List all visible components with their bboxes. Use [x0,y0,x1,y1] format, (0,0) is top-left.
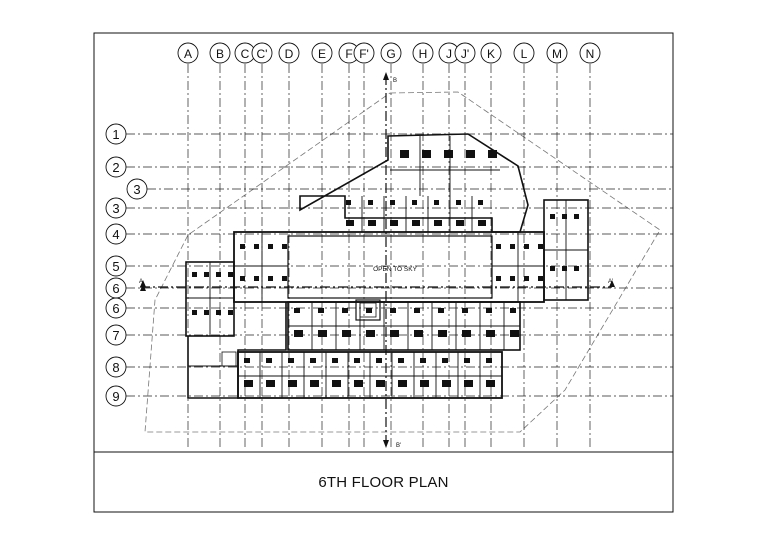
grid-bubble-row-label: 1 [112,127,119,142]
grid-bubble-row: 2 [105,156,127,178]
grid-bubble-col-label: B [216,47,224,61]
grid-bubble-col: H [412,42,434,64]
drawing-title: 6TH FLOOR PLAN [318,473,449,491]
grid-bubble-row-label: 5 [112,259,119,274]
section-label-top: B [393,78,397,84]
grid-bubble-row-label: 8 [112,360,119,375]
grid-bubble-row: 3 [126,178,148,200]
grid-bubble-row: 7 [105,324,127,346]
grid-bubble-row-label: 6 [112,281,119,296]
sheet-border [93,32,674,513]
grid-bubble-row: 3 [105,197,127,219]
grid-bubble-col: M [546,42,568,64]
grid-bubble-col-label: K [487,47,495,61]
grid-bubble-row-label: 4 [112,227,119,242]
grid-bubble-col-label: D [285,47,294,61]
grid-bubble-col-label: E [318,47,326,61]
grid-bubble-row-label: 9 [112,389,119,404]
grid-bubble-col: A [177,42,199,64]
grid-bubble-col: C' [251,42,273,64]
grid-bubble-col-label: J' [461,47,469,61]
grid-bubble-row-label: 7 [112,328,119,343]
grid-bubble-row-label: 6 [112,301,119,316]
grid-bubble-col: N [579,42,601,64]
grid-bubble-row: 6 [105,277,127,299]
grid-bubble-row: 8 [105,356,127,378]
grid-bubble-row: 6 [105,297,127,319]
grid-bubble-col: E [311,42,333,64]
grid-bubble-col: K [480,42,502,64]
grid-bubble-col: D [278,42,300,64]
grid-bubble-row-label: 3 [133,182,140,197]
grid-bubble-col-label: M [552,47,562,61]
grid-bubble-col: F' [353,42,375,64]
grid-bubble-col-label: J [446,47,452,61]
grid-bubble-col-label: G [386,47,395,61]
column-grid-bubbles: A B C C' D E F F' G H J J' K L M N [177,42,601,64]
grid-bubble-col: B [209,42,231,64]
section-lines [140,72,615,448]
grid-bubble-row: 4 [105,223,127,245]
grid-bubble-col-label: C [241,47,250,61]
grid-bubble-row: 9 [105,385,127,407]
grid-bubble-row-label: 3 [112,201,119,216]
grid-bubble-col: J' [454,42,476,64]
grid-bubble-col-label: L [521,47,528,61]
grid-bubble-row: 1 [105,123,127,145]
grid-bubble-col: L [513,42,535,64]
grid-bubble-col-label: F [345,47,352,61]
grid-bubble-col-label: H [419,47,428,61]
grid-bubble-col: G [380,42,402,64]
grid-bubble-col-label: C' [257,47,268,61]
section-label-right: A' [608,279,613,285]
grid-bubble-col: J [438,42,460,64]
grid-bubble-row: 5 [105,255,127,277]
grid-bubble-col-label: F' [359,47,369,61]
site-boundary [144,91,661,433]
grid-bubble-col-label: N [586,47,595,61]
furniture-blocks [192,150,579,387]
grid-bubble-row-label: 2 [112,160,119,175]
grid-lines [126,64,673,448]
section-label-bottom: B' [396,443,401,449]
unit-partitions [186,136,588,398]
section-label-left: A [139,279,143,285]
courtyard-label: OPEN TO SKY [373,266,417,273]
grid-bubble-col-label: A [184,47,192,61]
